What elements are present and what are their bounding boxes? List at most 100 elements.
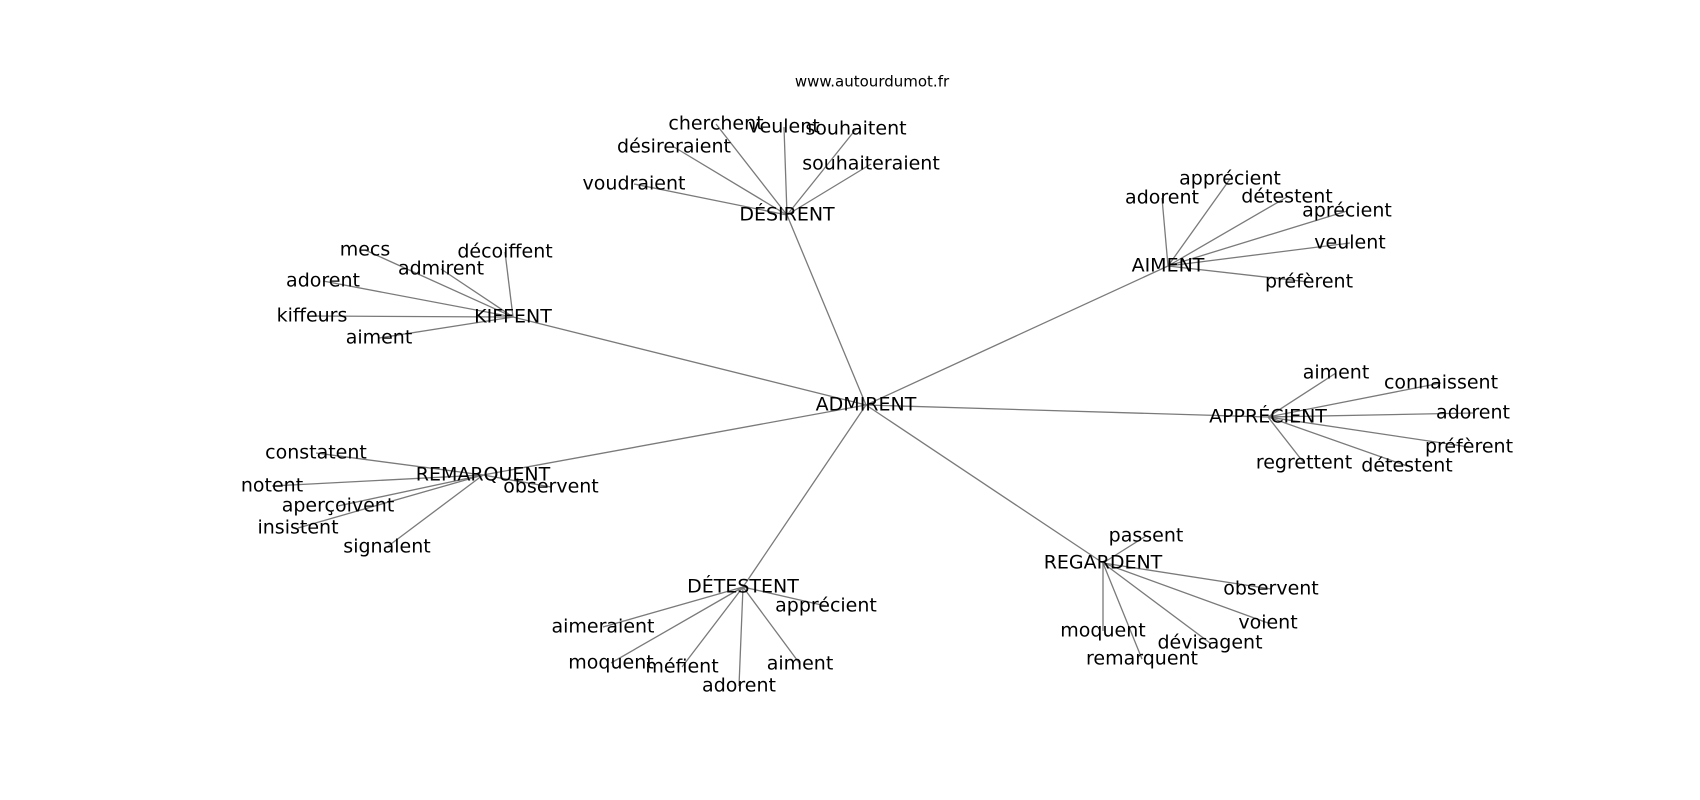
node-leaf-remarquent-observent: observent (503, 476, 599, 498)
node-leaf-aiment-adorent: adorent (1125, 187, 1199, 209)
edge-center-desirent (786, 214, 867, 406)
edge-center-kiffent (512, 316, 867, 406)
node-leaf-detestent-mefient: méfient (645, 656, 718, 678)
labels-layer: ADMIRENTDÉSIRENTcherchentveulentsouhaite… (241, 113, 1513, 697)
node-leaf-desirent-souhaitent: souhaitent (805, 118, 906, 140)
edge-center-detestent (742, 404, 867, 588)
edge-regardent-devisagent (1102, 562, 1211, 644)
node-leaf-regardent-voient: voient (1238, 612, 1297, 634)
node-cluster-kiffent: KIFFENT (474, 306, 552, 328)
edge-desirent-souhaitent (786, 128, 857, 216)
node-leaf-regardent-remarquent: remarquent (1086, 648, 1198, 670)
edge-kiffent-adorent (322, 280, 514, 318)
node-leaf-regardent-observent: observent (1223, 578, 1319, 600)
edge-detestent-moquent (610, 586, 744, 664)
edge-detestent-adorent (738, 586, 744, 687)
node-leaf-regardent-devisagent: dévisagent (1157, 632, 1262, 654)
edge-remarquent-apercoivent (337, 474, 484, 507)
node-leaf-kiffent-admirent: admirent (398, 258, 484, 280)
edge-kiffent-aiment (378, 316, 514, 339)
node-leaf-kiffent-mecs: mecs (340, 239, 391, 261)
edge-kiffent-decoiffent (504, 251, 514, 318)
node-leaf-apprecient-aiment: aiment (1303, 362, 1370, 384)
edge-aiment-preferent (1167, 265, 1310, 283)
node-leaf-apprecient-connaissent: connaissent (1384, 372, 1498, 394)
node-leaf-remarquent-insistent: insistent (257, 517, 338, 539)
edge-aiment-veulent (1167, 242, 1351, 267)
edge-apprecient-regrettent (1267, 416, 1305, 464)
edge-detestent-aiment (742, 586, 801, 665)
node-leaf-detestent-moquent: moquent (568, 652, 653, 674)
edge-kiffent-mecs (364, 249, 514, 318)
edge-apprecient-preferent (1267, 416, 1470, 448)
edge-desirent-cherchent (715, 123, 788, 216)
node-cluster-desirent: DÉSIRENT (739, 203, 835, 226)
edge-apprecient-detestent (1267, 416, 1408, 467)
node-leaf-apprecient-regrettent: regrettent (1256, 452, 1352, 474)
node-leaf-kiffent-adorent: adorent (286, 270, 360, 292)
node-cluster-apprecient: APPRÉCIENT (1209, 405, 1327, 428)
node-leaf-apprecient-adorent: adorent (1436, 402, 1510, 424)
edge-apprecient-connaissent (1267, 382, 1442, 418)
node-leaf-desirent-voudraient: voudraient (583, 173, 686, 195)
node-leaf-remarquent-apercoivent: aperçoivent (282, 495, 395, 517)
site-url-label: www.autourdumot.fr (795, 73, 950, 91)
node-leaf-apprecient-preferent: préfèrent (1425, 436, 1513, 458)
node-leaf-kiffent-kiffeurs: kiffeurs (277, 305, 348, 327)
edge-detestent-aimeraient (602, 586, 744, 628)
edge-remarquent-constatent (315, 452, 484, 476)
edge-regardent-observent (1102, 562, 1272, 590)
node-leaf-aiment-aprecient: aprécient (1302, 200, 1392, 222)
edge-detestent-mefient (681, 586, 744, 668)
node-leaf-regardent-passent: passent (1109, 525, 1184, 547)
node-leaf-desirent-souhaiteraient: souhaiteraient (802, 153, 940, 175)
node-leaf-desirent-cherchent: cherchent (668, 113, 763, 135)
edge-remarquent-signalent (386, 474, 484, 548)
node-cluster-regardent: REGARDENT (1044, 552, 1163, 574)
node-leaf-kiffent-decoiffent: décoiffent (457, 241, 552, 263)
edge-apprecient-aiment (1267, 372, 1337, 418)
edge-desirent-voudraient (633, 183, 788, 216)
edge-regardent-passent (1102, 535, 1147, 564)
node-cluster-remarquent: REMARQUENT (416, 464, 551, 486)
edges-layer (271, 123, 1474, 687)
node-leaf-aiment-veulent: veulent (1314, 232, 1385, 254)
edge-kiffent-kiffeurs (311, 315, 514, 318)
node-center-admirent: ADMIRENT (816, 394, 917, 416)
node-leaf-desirent-desireraient: désireraient (617, 136, 731, 158)
edge-aiment-aprecient (1167, 210, 1348, 267)
edge-regardent-remarquent (1102, 562, 1143, 660)
node-leaf-detestent-adorent: adorent (702, 675, 776, 697)
edge-center-aiment (865, 265, 1169, 406)
edge-center-regardent (865, 404, 1104, 564)
node-leaf-aiment-apprecient: apprécient (1179, 168, 1281, 190)
node-leaf-kiffent-aiment: aiment (346, 327, 413, 349)
node-leaf-remarquent-constatent: constatent (265, 442, 367, 464)
edge-regardent-voient (1102, 562, 1269, 624)
node-cluster-aiment: AIMENT (1132, 255, 1205, 277)
node-leaf-aiment-detestent: détestent (1241, 186, 1332, 208)
edge-desirent-desireraient (673, 146, 788, 216)
node-leaf-detestent-aiment: aiment (767, 653, 834, 675)
edge-center-apprecient (865, 404, 1269, 418)
node-leaf-regardent-moquent: moquent (1060, 620, 1145, 642)
edge-center-remarquent (482, 404, 867, 476)
edge-remarquent-insistent (297, 474, 484, 529)
node-leaf-remarquent-signalent: signalent (343, 536, 430, 558)
edge-aiment-adorent (1161, 197, 1169, 267)
node-leaf-aiment-preferent: préfèrent (1265, 271, 1353, 293)
edge-aiment-apprecient (1167, 178, 1231, 267)
node-cluster-detestent: DÉTESTENT (687, 575, 799, 598)
edge-remarquent-observent (482, 474, 552, 488)
edge-aiment-detestent (1167, 196, 1288, 267)
node-leaf-desirent-veulent: veulent (748, 116, 819, 138)
node-leaf-apprecient-detestent: détestent (1361, 455, 1452, 477)
edge-kiffent-admirent (440, 268, 514, 318)
node-leaf-detestent-apprecient: apprécient (775, 595, 877, 617)
edge-desirent-veulent (783, 126, 788, 216)
edge-desirent-souhaiteraient (786, 163, 872, 216)
node-leaf-detestent-aimeraient: aimeraient (551, 616, 654, 638)
edge-apprecient-adorent (1267, 412, 1474, 418)
